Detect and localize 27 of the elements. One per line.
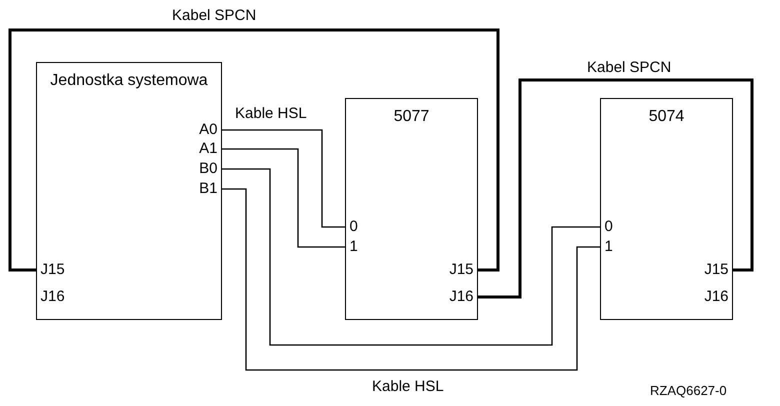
port-label: B1 — [186, 178, 222, 198]
port-label: B0 — [186, 158, 222, 178]
figure-code: RZAQ6627-0 — [650, 382, 727, 400]
cable-line — [478, 78, 754, 298]
port-label: J16 — [436, 286, 478, 306]
port-label: J15 — [690, 260, 732, 280]
unit-box — [600, 98, 733, 320]
cable-line — [222, 129, 345, 228]
port-label: J15 — [436, 260, 478, 280]
port-label: 0 — [344, 216, 364, 236]
port-label: A1 — [186, 138, 222, 158]
port-label: J16 — [36, 286, 78, 306]
cable-line — [8, 28, 500, 272]
unit-box — [36, 62, 222, 320]
cable-line — [222, 148, 345, 248]
unit-title: 5077 — [392, 107, 430, 127]
port-label: 1 — [344, 236, 364, 256]
unit-box — [345, 98, 478, 320]
port-label: 1 — [600, 236, 620, 256]
port-label: A0 — [186, 120, 222, 140]
unit-title: Jednostka systemowa — [49, 71, 209, 91]
port-label: J16 — [690, 286, 732, 306]
port-label: 0 — [600, 216, 620, 236]
port-label: J15 — [36, 260, 78, 280]
cable-line — [222, 168, 600, 346]
unit-title: 5074 — [648, 107, 686, 127]
cable-line — [222, 188, 600, 371]
